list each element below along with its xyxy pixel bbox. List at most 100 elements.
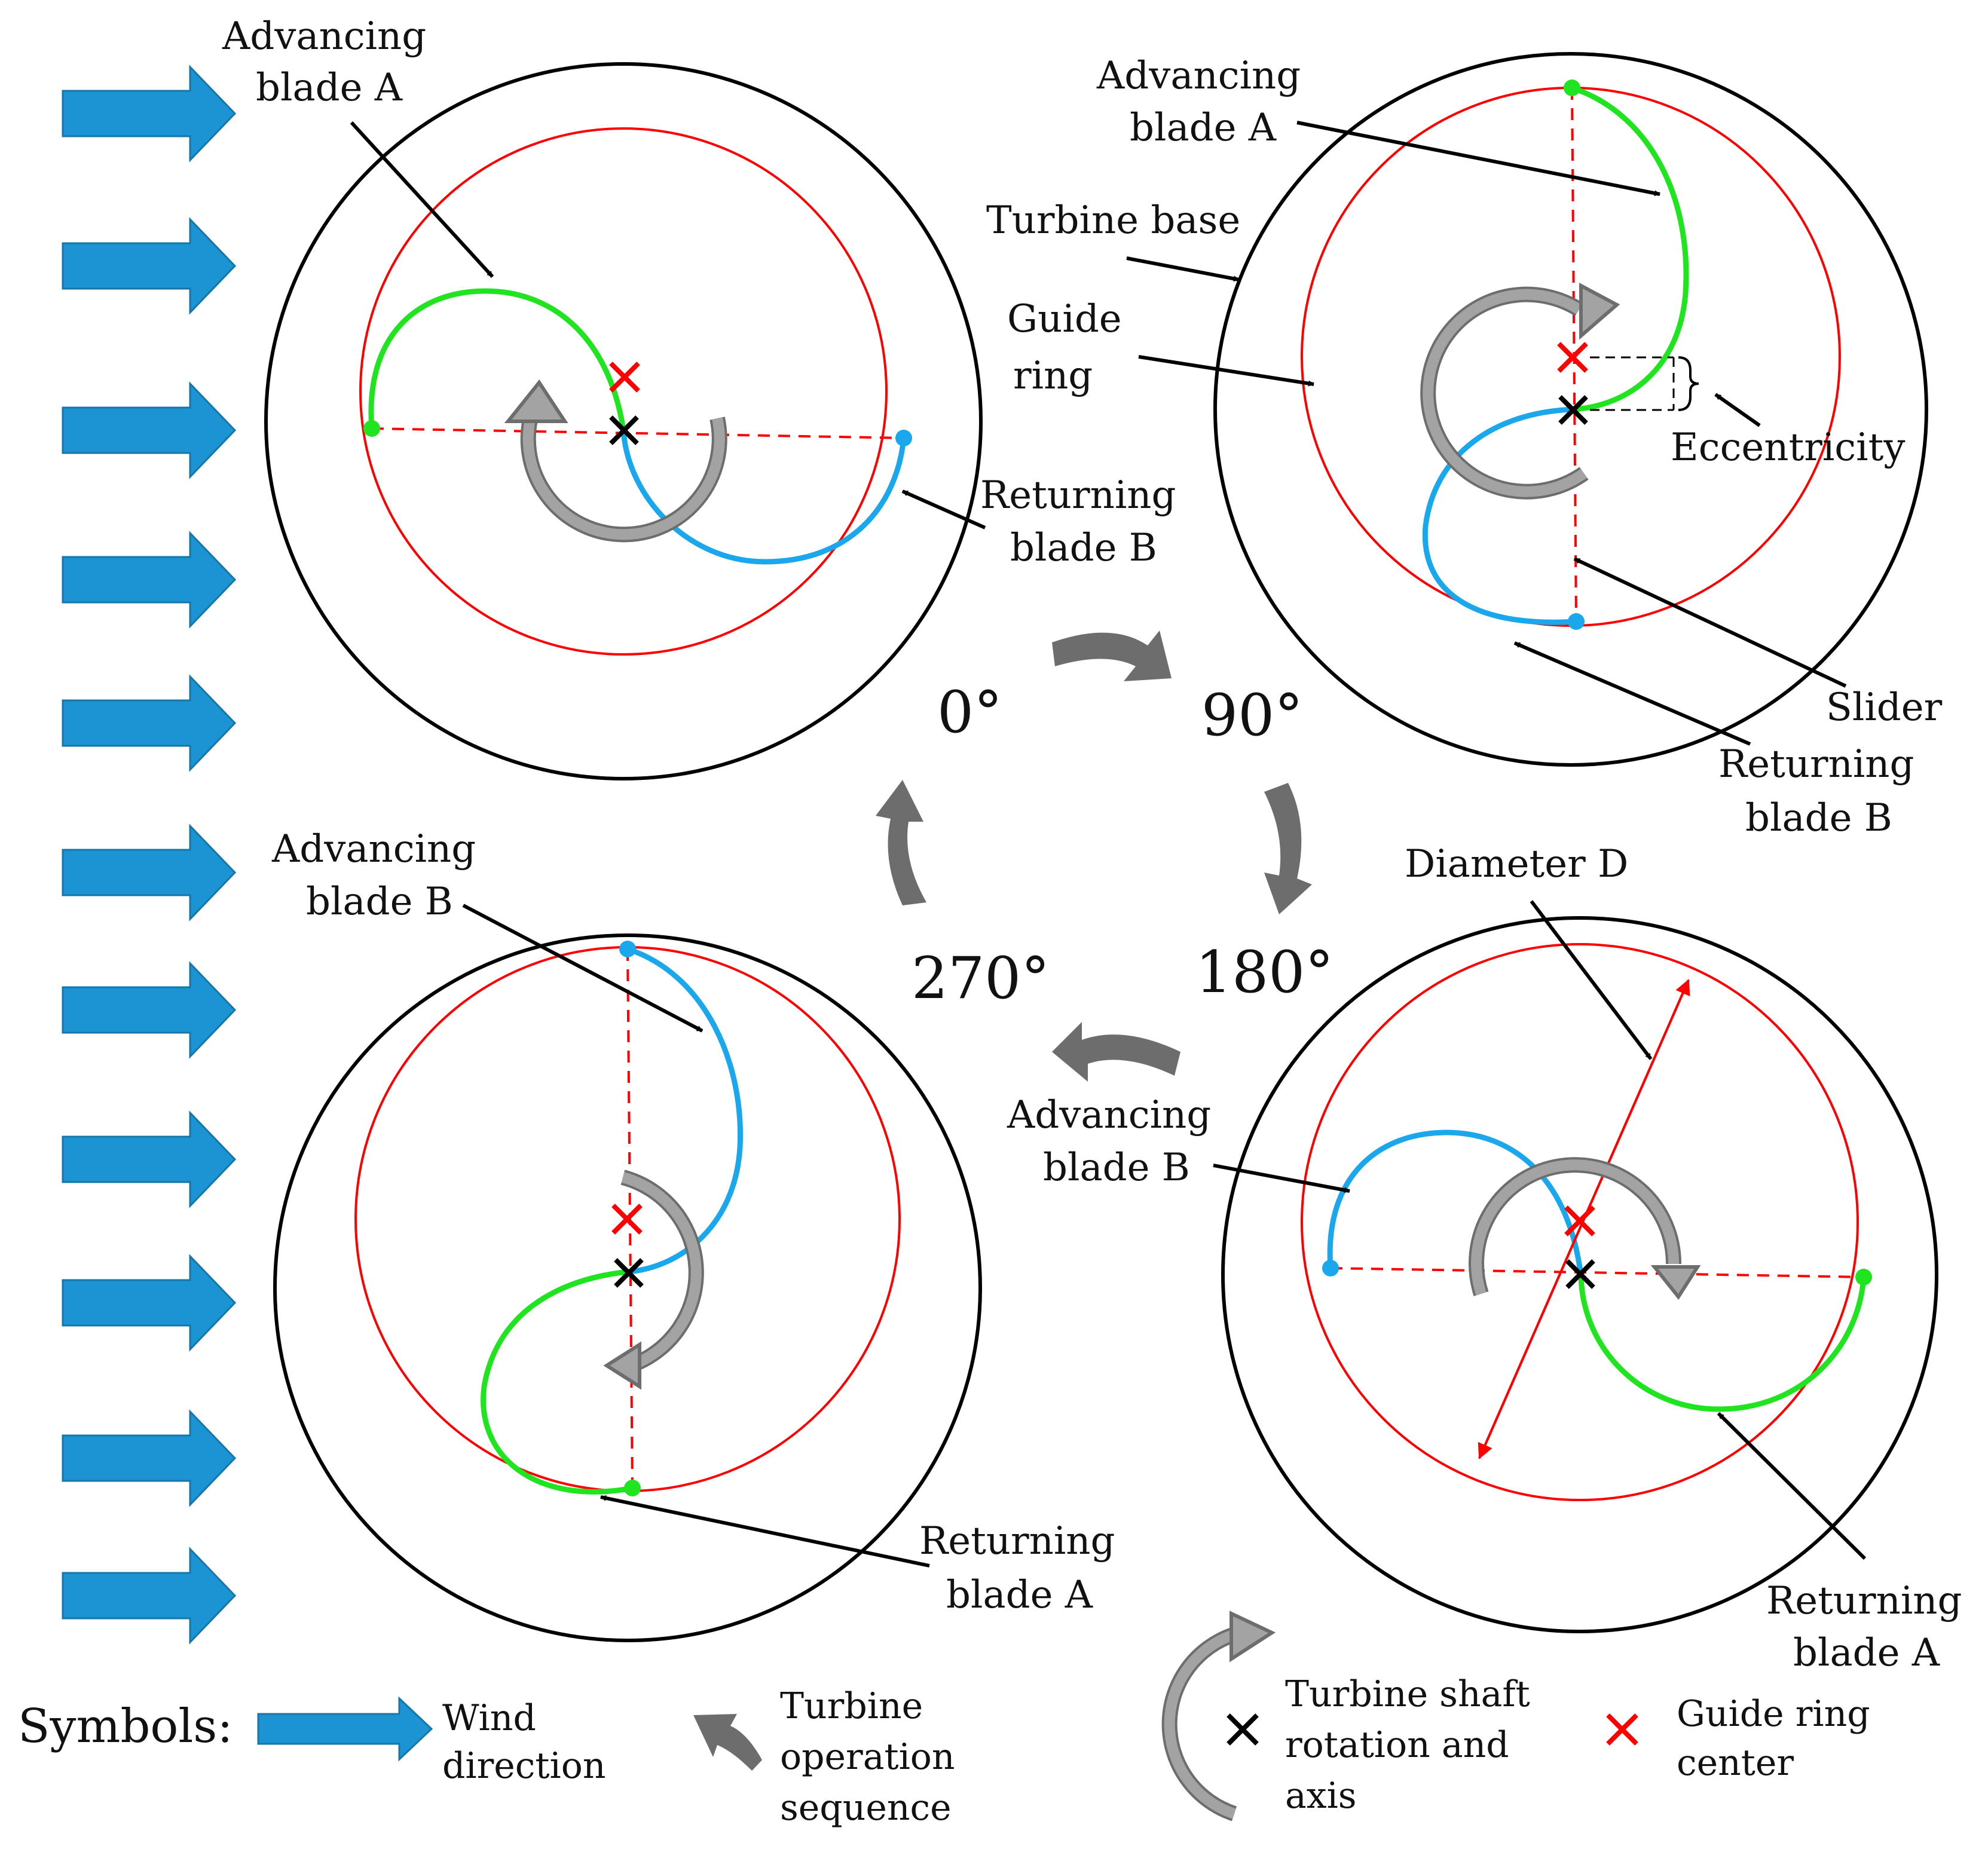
advancing-blade-b xyxy=(626,946,744,1275)
legend: Symbols: Wind direction Turbine operatio… xyxy=(18,1611,1870,1829)
angle-90: 90° xyxy=(1201,682,1303,749)
wind-arrow-icon xyxy=(62,674,237,772)
label-advancing-b: blade B xyxy=(1043,1146,1190,1190)
pointer xyxy=(901,489,986,529)
legend-shaft: axis xyxy=(1285,1775,1357,1817)
label-returning-b: blade B xyxy=(1010,526,1157,570)
wind-direction-arrows xyxy=(62,65,237,1645)
legend-ring-center: Guide ring xyxy=(1677,1693,1870,1735)
rotation-arrow-icon xyxy=(1161,1611,1276,1822)
pointer xyxy=(1530,900,1653,1060)
label-eccentricity: Eccentricity xyxy=(1671,425,1905,470)
shaft-axis-icon xyxy=(1227,1713,1259,1746)
pointer xyxy=(1717,1412,1867,1560)
sequence-arrow-icon xyxy=(693,1714,762,1771)
legend-sequence: Turbine xyxy=(780,1685,923,1727)
wind-arrow-icon xyxy=(62,1409,237,1507)
shaft-axis-icon xyxy=(1558,395,1588,425)
shaft-axis-icon xyxy=(609,415,639,445)
label-guide-ring: Guide xyxy=(1007,297,1122,341)
sequence-arrow-icon xyxy=(876,780,926,905)
sequence-arrow-icon xyxy=(1052,630,1172,681)
legend-shaft: rotation and xyxy=(1285,1724,1509,1766)
blade-tip-green xyxy=(1564,79,1580,96)
returning-blade-b xyxy=(620,430,907,565)
guide-ring-circle xyxy=(1301,943,1859,1501)
rotation-arrow-icon xyxy=(504,379,727,543)
label-advancing-b: Advancing xyxy=(271,827,476,871)
rotation-arrow-icon xyxy=(603,1170,704,1390)
pointer xyxy=(1513,641,1751,746)
label-returning-a: blade A xyxy=(1793,1631,1940,1675)
advancing-blade-a xyxy=(1571,85,1689,412)
label-returning-a: Returning xyxy=(1766,1579,1962,1623)
sequence-arrow-icon xyxy=(1264,783,1312,914)
shaft-axis-icon xyxy=(614,1258,644,1288)
turbine-base-circle xyxy=(1213,52,1928,767)
returning-blade-a xyxy=(481,1269,633,1495)
pointer xyxy=(1573,557,1847,688)
angle-0: 0° xyxy=(937,679,1002,746)
turbine-base-circle xyxy=(264,62,983,780)
wind-arrow-icon xyxy=(62,824,237,922)
slider-line xyxy=(1330,1267,1864,1278)
angle-180: 180° xyxy=(1195,939,1334,1006)
sequence-arrows xyxy=(876,630,1312,1082)
pointer xyxy=(1213,1164,1350,1193)
label-advancing-b: Advancing xyxy=(1007,1093,1211,1137)
rotation-arrow-icon xyxy=(1420,283,1620,500)
legend-wind: Wind xyxy=(442,1697,536,1739)
label-guide-ring: ring xyxy=(1013,354,1093,398)
label-returning-b: blade B xyxy=(1745,796,1892,840)
legend-sequence: operation xyxy=(780,1736,955,1778)
wind-arrow-icon xyxy=(62,531,237,629)
blade-tip-green xyxy=(624,1480,641,1496)
label-returning-a: blade A xyxy=(946,1573,1093,1617)
blade-tip-blue xyxy=(619,941,636,957)
label-advancing-a: blade A xyxy=(1130,106,1277,150)
sequence-arrow-icon xyxy=(1052,1022,1180,1082)
label-advancing-b: blade B xyxy=(306,880,453,924)
label-diameter: Diameter D xyxy=(1405,842,1628,886)
legend-sequence: sequence xyxy=(780,1787,952,1829)
returning-blade-b xyxy=(1422,406,1577,625)
wind-arrow-icon xyxy=(62,1254,237,1352)
turbine-base-circle xyxy=(273,933,982,1642)
pointer xyxy=(350,121,494,278)
blade-tip-green xyxy=(1855,1269,1872,1285)
panel-0deg xyxy=(264,62,986,780)
advancing-blade-a xyxy=(368,288,626,431)
pointer xyxy=(600,1495,930,1568)
wind-arrow-icon xyxy=(257,1696,433,1762)
wind-arrow-icon xyxy=(62,65,237,163)
rotation-arrow-icon xyxy=(1469,1157,1701,1300)
blade-tip-blue xyxy=(1568,613,1585,630)
label-slider: Slider xyxy=(1826,685,1943,730)
guide-ring-center-icon xyxy=(611,1204,643,1235)
guide-ring-center-icon xyxy=(609,362,640,393)
pointer xyxy=(462,904,704,1033)
label-advancing-a: Advancing xyxy=(1096,54,1301,98)
blade-tip-blue xyxy=(1322,1260,1339,1276)
guide-ring-center-icon xyxy=(1606,1713,1638,1746)
label-returning-a: Returning xyxy=(919,1519,1115,1563)
guide-ring-center-icon xyxy=(1564,1205,1595,1236)
advancing-blade-b xyxy=(1327,1129,1584,1276)
pointer xyxy=(1126,256,1240,282)
wind-arrow-icon xyxy=(62,961,237,1059)
pointer xyxy=(1714,393,1761,427)
returning-blade-a xyxy=(1578,1275,1867,1412)
label-returning-b: Returning xyxy=(980,473,1176,518)
label-advancing-a: blade A xyxy=(256,66,403,110)
legend-ring-center: center xyxy=(1677,1742,1794,1784)
label-turbine-base: Turbine base xyxy=(986,198,1240,243)
panel-270deg xyxy=(273,904,982,1642)
wind-arrow-icon xyxy=(62,1110,237,1208)
panel-180deg xyxy=(1213,900,1938,1633)
label-advancing-a: Advancing xyxy=(222,14,426,59)
brace xyxy=(1678,356,1699,411)
angle-270: 270° xyxy=(912,945,1050,1012)
eccentricity-bracket xyxy=(1590,356,1675,411)
pointer xyxy=(1138,355,1314,387)
